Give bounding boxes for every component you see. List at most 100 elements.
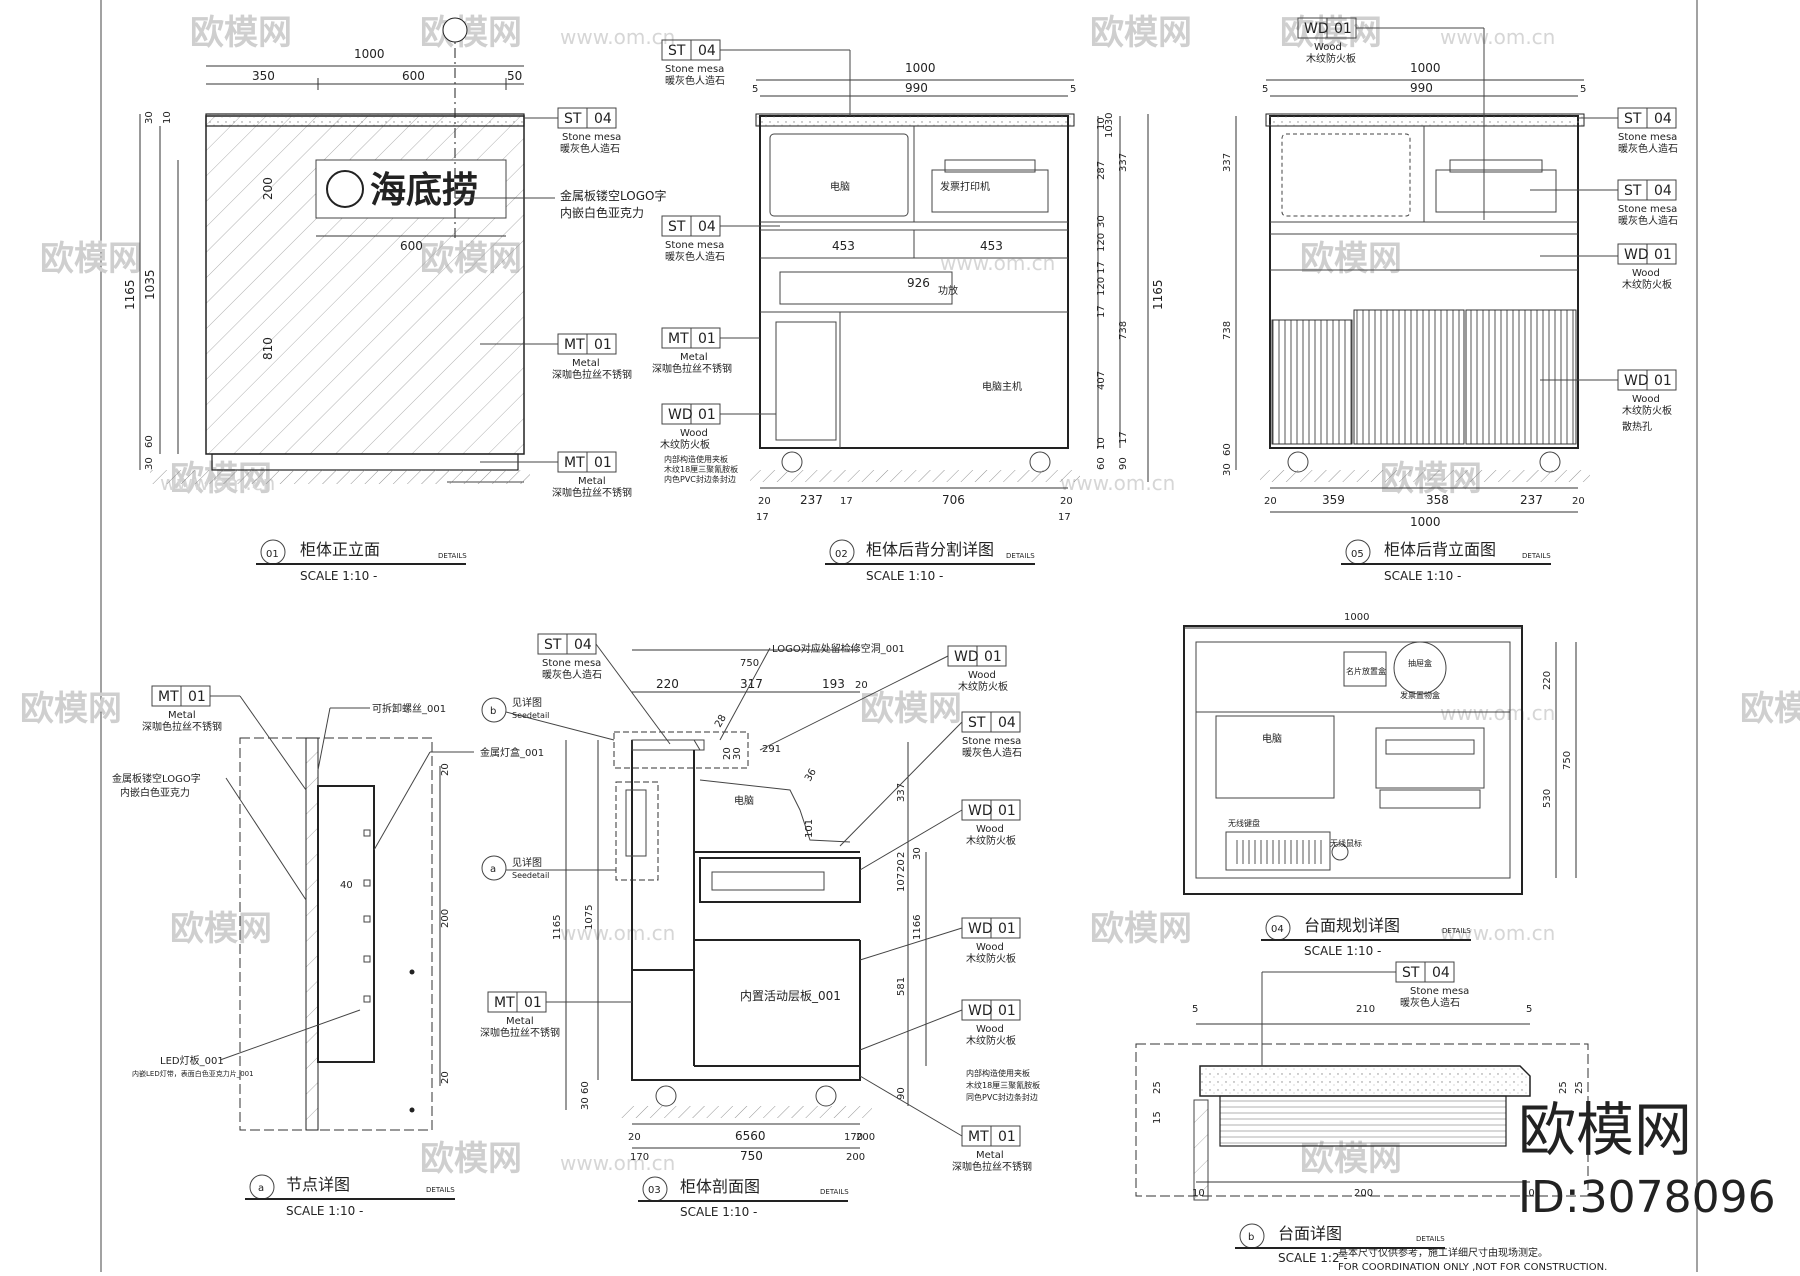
v05-vent-panel-2	[1353, 309, 1465, 445]
svg-text:WD: WD	[968, 803, 993, 819]
svg-text:04: 04	[698, 219, 716, 235]
v03-seedetail-a: a 见详图 Seedetail	[481, 855, 616, 881]
svg-text:17: 17	[1058, 512, 1071, 523]
va-note-screw: 可拆卸螺丝_001	[372, 702, 446, 715]
view-03-section: 电脑 内置活动层板_001 750 220 317 193 20 28 20 3…	[480, 633, 1040, 1219]
watermark-brand: 欧模网	[420, 1139, 522, 1179]
svg-text:01: 01	[998, 1003, 1016, 1019]
svg-text:ST: ST	[1402, 965, 1420, 981]
svg-text:25: 25	[1574, 1081, 1585, 1094]
svg-text:337: 337	[1222, 153, 1233, 172]
svg-text:30: 30	[1222, 463, 1233, 476]
svg-text:1000: 1000	[1410, 515, 1441, 529]
svg-text:01: 01	[524, 995, 542, 1011]
svg-text:暖灰色人造石: 暖灰色人造石	[542, 668, 602, 681]
va-note-logo-2: 内嵌白色亚克力	[120, 786, 190, 799]
v03-drawer	[699, 857, 861, 903]
corner-brand-id: ID:3078096	[1518, 1172, 1776, 1223]
watermark-brand: 欧模网	[1090, 909, 1192, 949]
svg-text:深咖色拉丝不锈钢: 深咖色拉丝不锈钢	[552, 486, 632, 499]
svg-text:木纹防火板: 木纹防火板	[1306, 52, 1356, 65]
v04-printer	[1375, 727, 1485, 789]
view-05-back-elevation: 1000 990 5 5 20 359 358 237 20 1000 337 …	[1222, 17, 1678, 583]
svg-text:DETAILS: DETAILS	[1442, 927, 1471, 935]
svg-text:5: 5	[1262, 84, 1268, 95]
svg-text:10: 10	[1192, 1188, 1205, 1199]
v03-keyboard	[711, 871, 825, 891]
svg-text:04: 04	[698, 43, 716, 59]
watermark-brand: 欧模网	[1280, 13, 1382, 53]
svg-text:深咖色拉丝不锈钢: 深咖色拉丝不锈钢	[552, 368, 632, 381]
svg-text:581: 581	[896, 977, 907, 996]
svg-text:SCALE 1:10 -: SCALE 1:10 -	[680, 1205, 757, 1219]
logo-text: 海底捞	[370, 170, 478, 211]
svg-text:20: 20	[855, 680, 868, 691]
svg-text:见详图: 见详图	[512, 696, 542, 709]
svg-text:200: 200	[1354, 1188, 1373, 1199]
watermark-brand: 欧模网	[190, 13, 292, 53]
svg-text:359: 359	[1322, 493, 1345, 507]
svg-text:01: 01	[188, 689, 206, 705]
svg-text:木纹防火板: 木纹防火板	[966, 952, 1016, 965]
svg-text:5: 5	[1192, 1004, 1198, 1015]
svg-text:15: 15	[1152, 1111, 1163, 1124]
svg-text:750: 750	[1562, 751, 1573, 770]
svg-text:内色PVC封边条封边: 内色PVC封边条封边	[664, 474, 736, 484]
svg-text:SCALE 1:10 -: SCALE 1:10 -	[866, 569, 943, 583]
svg-text:01: 01	[1654, 247, 1672, 263]
svg-text:20: 20	[628, 1132, 641, 1143]
svg-text:Wood: Wood	[1632, 268, 1660, 279]
svg-text:深咖色拉丝不锈钢: 深咖色拉丝不锈钢	[952, 1160, 1032, 1173]
view-02-back-division: 电脑 发票打印机 功放 电脑主机 1000 990 5 5 453 453 92…	[652, 39, 1165, 583]
svg-text:无线鼠标: 无线鼠标	[1330, 838, 1362, 848]
svg-text:深咖色拉丝不锈钢: 深咖色拉丝不锈钢	[652, 362, 732, 375]
svg-text:01: 01	[698, 331, 716, 347]
corner-brand-logo: 欧模网	[1518, 1096, 1692, 1164]
watermark-brand: 欧模网	[1090, 13, 1192, 53]
dim-b30: 30	[144, 457, 155, 470]
watermark-url: www.om.cn	[1440, 701, 1555, 725]
svg-text:ST: ST	[564, 111, 582, 127]
svg-text:200: 200	[440, 909, 451, 928]
svg-text:DETAILS: DETAILS	[1522, 552, 1551, 560]
svg-text:电脑: 电脑	[1262, 732, 1282, 745]
svg-text:台面详图: 台面详图	[1278, 1224, 1342, 1243]
svg-text:b: b	[1248, 1232, 1254, 1243]
svg-text:170: 170	[844, 1132, 863, 1143]
v04-outline	[1183, 625, 1523, 895]
v02-label-printer: 发票打印机	[940, 180, 990, 193]
dim-logo-width: 600	[400, 239, 423, 253]
watermark-brand: 欧模网	[40, 239, 142, 279]
svg-text:20: 20	[896, 859, 907, 872]
watermark-brand: 欧模网	[860, 689, 962, 729]
svg-text:6560: 6560	[735, 1129, 766, 1143]
footer-note-en: FOR COORDINATION ONLY ,NOT FOR CONSTRUCT…	[1338, 1262, 1607, 1272]
dim-810: 810	[261, 337, 275, 360]
svg-text:柜体正立面: 柜体正立面	[300, 540, 380, 559]
watermark-brand: 欧模网	[420, 13, 522, 53]
v02-pc-host	[775, 321, 837, 441]
view-01-title: 01 柜体正立面 DETAILS SCALE 1:10 -	[256, 539, 467, 583]
view-a-title: a 节点详图 DETAILS SCALE 1:10 -	[245, 1174, 455, 1218]
svg-text:337: 337	[896, 783, 907, 802]
svg-text:750: 750	[740, 1149, 763, 1163]
v04-monitor	[1215, 715, 1335, 799]
svg-text:90: 90	[896, 1087, 907, 1100]
svg-text:05: 05	[1351, 549, 1364, 560]
dim-600: 600	[402, 69, 425, 83]
svg-text:10: 10	[1096, 437, 1107, 450]
svg-text:SCALE 1:10 -: SCALE 1:10 -	[1384, 569, 1461, 583]
svg-text:WD: WD	[968, 921, 993, 937]
view-04-title: 04 台面规划详图 DETAILS SCALE 1:10 -	[1261, 915, 1471, 958]
svg-text:柜体后背立面图: 柜体后背立面图	[1384, 540, 1496, 559]
svg-text:990: 990	[905, 81, 928, 95]
svg-text:木纹18厘三聚氰胺板: 木纹18厘三聚氰胺板	[664, 464, 738, 474]
